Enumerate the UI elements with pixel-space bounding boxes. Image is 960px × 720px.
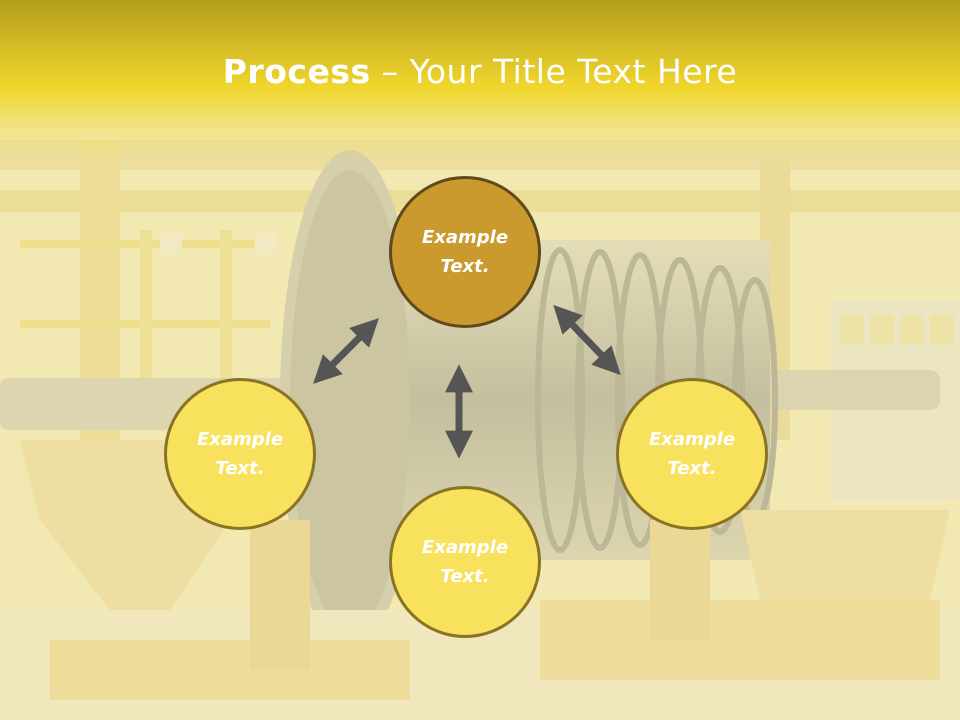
node-top-label: Example Text.: [421, 227, 509, 277]
slide-title: Process – Your Title Text Here: [0, 52, 960, 91]
node-bottom: Example Text.: [389, 486, 541, 638]
node-right: Example Text.: [616, 378, 768, 530]
title-rest: – Your Title Text Here: [370, 52, 738, 91]
node-right-label: Example Text.: [648, 429, 736, 479]
arrow-top-right: [553, 304, 621, 376]
node-bottom-label: Example Text.: [421, 537, 509, 587]
node-left-label: Example Text.: [196, 429, 284, 479]
title-bold: Process: [222, 52, 371, 91]
node-left: Example Text.: [164, 378, 316, 530]
arrow-top-left: [313, 318, 379, 384]
node-top: Example Text.: [389, 176, 541, 328]
